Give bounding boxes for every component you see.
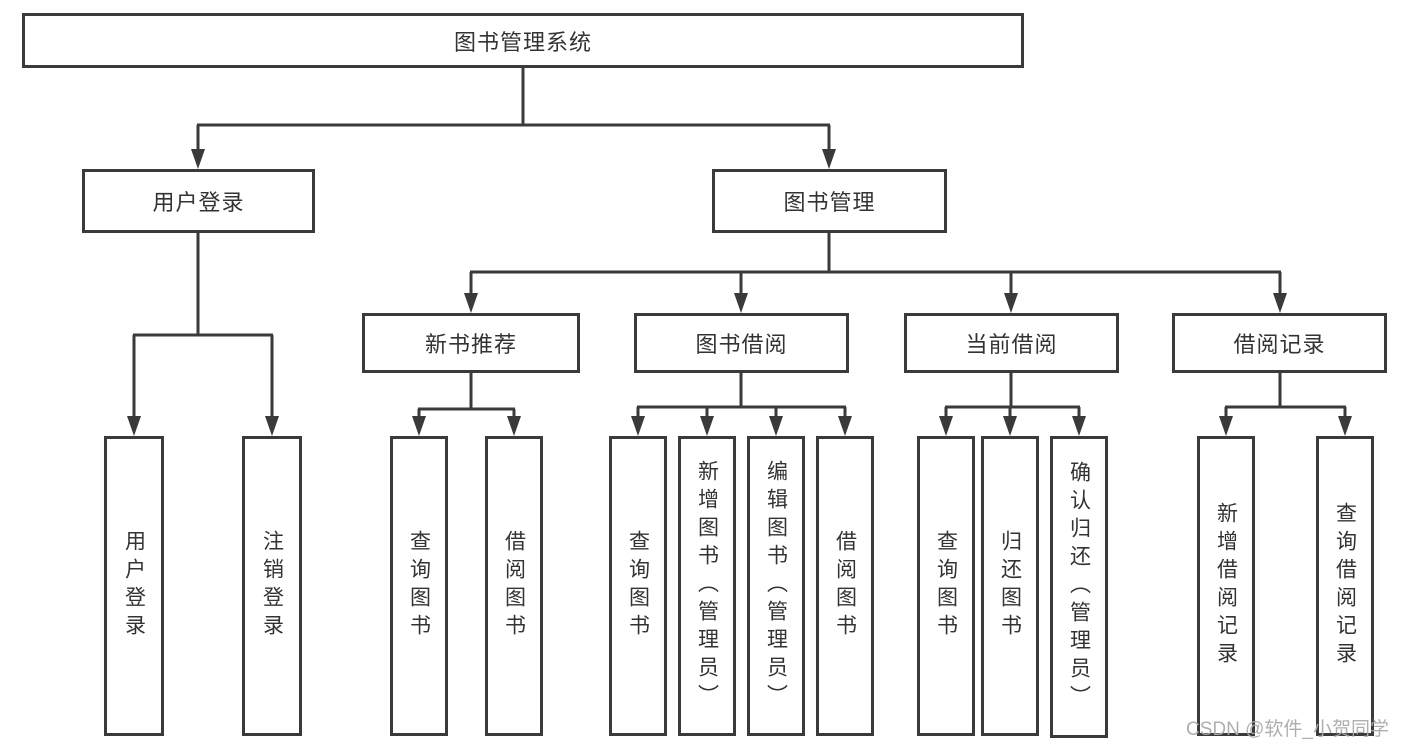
csdn-watermark: CSDN @软件_小贺同学 bbox=[1186, 719, 1389, 740]
leaf-confirm-return-admin: 确认归还（管理员） bbox=[1050, 436, 1108, 738]
node-label: 新书推荐 bbox=[424, 332, 517, 357]
node-label: 当前借阅 bbox=[965, 332, 1058, 357]
node-library-management-system: 图书管理系统 bbox=[22, 13, 1024, 68]
node-label: 归还图书 bbox=[998, 530, 1022, 642]
node-label: 借阅记录 bbox=[1233, 332, 1326, 357]
node-label: 注销登录 bbox=[260, 530, 284, 642]
node-borrowing-records: 借阅记录 bbox=[1172, 313, 1387, 373]
leaf-borrow-books-recommend: 借阅图书 bbox=[485, 436, 543, 736]
leaf-edit-books-admin: 编辑图书（管理员） bbox=[747, 436, 805, 736]
node-label: 查询图书 bbox=[407, 530, 431, 642]
node-label: 查询借阅记录 bbox=[1333, 502, 1357, 670]
leaf-user-login: 用户登录 bbox=[104, 436, 164, 736]
node-label: 编辑图书（管理员） bbox=[764, 460, 788, 712]
node-book-management: 图书管理 bbox=[712, 169, 947, 233]
arrowheads bbox=[127, 149, 1352, 436]
leaf-query-borrow-record: 查询借阅记录 bbox=[1316, 436, 1374, 736]
node-label: 图书管理 bbox=[783, 190, 876, 215]
leaf-borrow-books: 借阅图书 bbox=[816, 436, 874, 736]
node-label: 查询图书 bbox=[934, 530, 958, 642]
node-new-book-recommendation: 新书推荐 bbox=[362, 313, 580, 373]
node-label: 查询图书 bbox=[626, 530, 650, 642]
node-label: 图书管理系统 bbox=[453, 29, 592, 55]
leaf-query-books-recommend: 查询图书 bbox=[390, 436, 448, 736]
node-label: 新增图书（管理员） bbox=[695, 460, 719, 712]
leaf-add-books-admin: 新增图书（管理员） bbox=[678, 436, 736, 736]
leaf-query-books-current: 查询图书 bbox=[917, 436, 975, 736]
node-label: 用户登录 bbox=[122, 530, 146, 642]
node-label: 借阅图书 bbox=[833, 530, 857, 642]
node-label: 确认归还（管理员） bbox=[1067, 461, 1091, 713]
leaf-query-books-borrow: 查询图书 bbox=[609, 436, 667, 736]
node-label: 借阅图书 bbox=[502, 530, 526, 642]
node-book-borrowing: 图书借阅 bbox=[634, 313, 849, 373]
leaf-logout: 注销登录 bbox=[242, 436, 302, 736]
leaf-return-books: 归还图书 bbox=[981, 436, 1039, 736]
node-label: 新增借阅记录 bbox=[1214, 502, 1238, 670]
node-label: 图书借阅 bbox=[695, 332, 788, 357]
node-current-borrowing: 当前借阅 bbox=[904, 313, 1119, 373]
node-label: 用户登录 bbox=[152, 190, 245, 215]
node-user-login: 用户登录 bbox=[82, 169, 315, 233]
leaf-add-borrow-record: 新增借阅记录 bbox=[1197, 436, 1255, 736]
